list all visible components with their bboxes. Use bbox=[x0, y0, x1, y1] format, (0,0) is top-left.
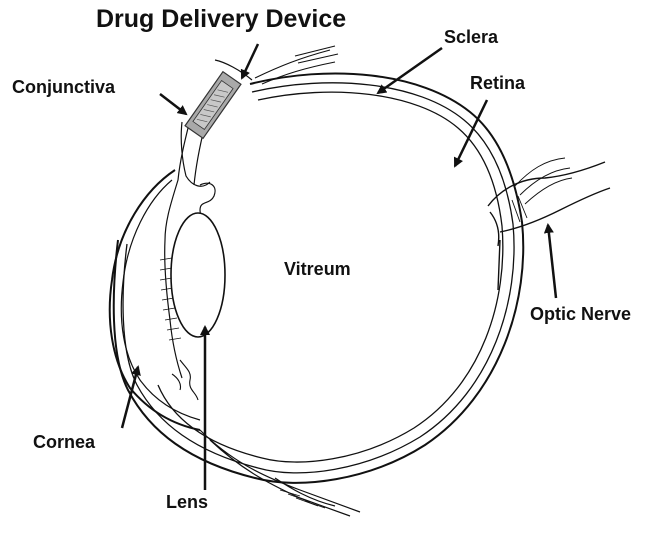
lower-ciliary bbox=[172, 360, 198, 400]
lower-muscle bbox=[200, 430, 360, 516]
label-sclera: Sclera bbox=[444, 28, 498, 46]
label-vitreum: Vitreum bbox=[284, 260, 351, 278]
diagram-title: Drug Delivery Device bbox=[96, 7, 346, 32]
arrow-retina bbox=[455, 100, 487, 166]
label-conjunctiva: Conjunctiva bbox=[12, 78, 115, 96]
arrow-optic-nerve bbox=[548, 225, 556, 298]
label-cornea: Cornea bbox=[33, 433, 95, 451]
upper-muscle bbox=[255, 46, 338, 84]
label-optic-nerve: Optic Nerve bbox=[530, 305, 631, 323]
drug-delivery-device bbox=[185, 72, 241, 139]
lower-muscle-hatch bbox=[280, 490, 325, 508]
label-lens: Lens bbox=[166, 493, 208, 511]
arrow-conjunctiva bbox=[160, 94, 186, 114]
lens-shape bbox=[171, 213, 225, 337]
label-retina: Retina bbox=[470, 74, 525, 92]
arrow-device-top bbox=[242, 44, 258, 78]
arrow-sclera bbox=[378, 48, 442, 93]
